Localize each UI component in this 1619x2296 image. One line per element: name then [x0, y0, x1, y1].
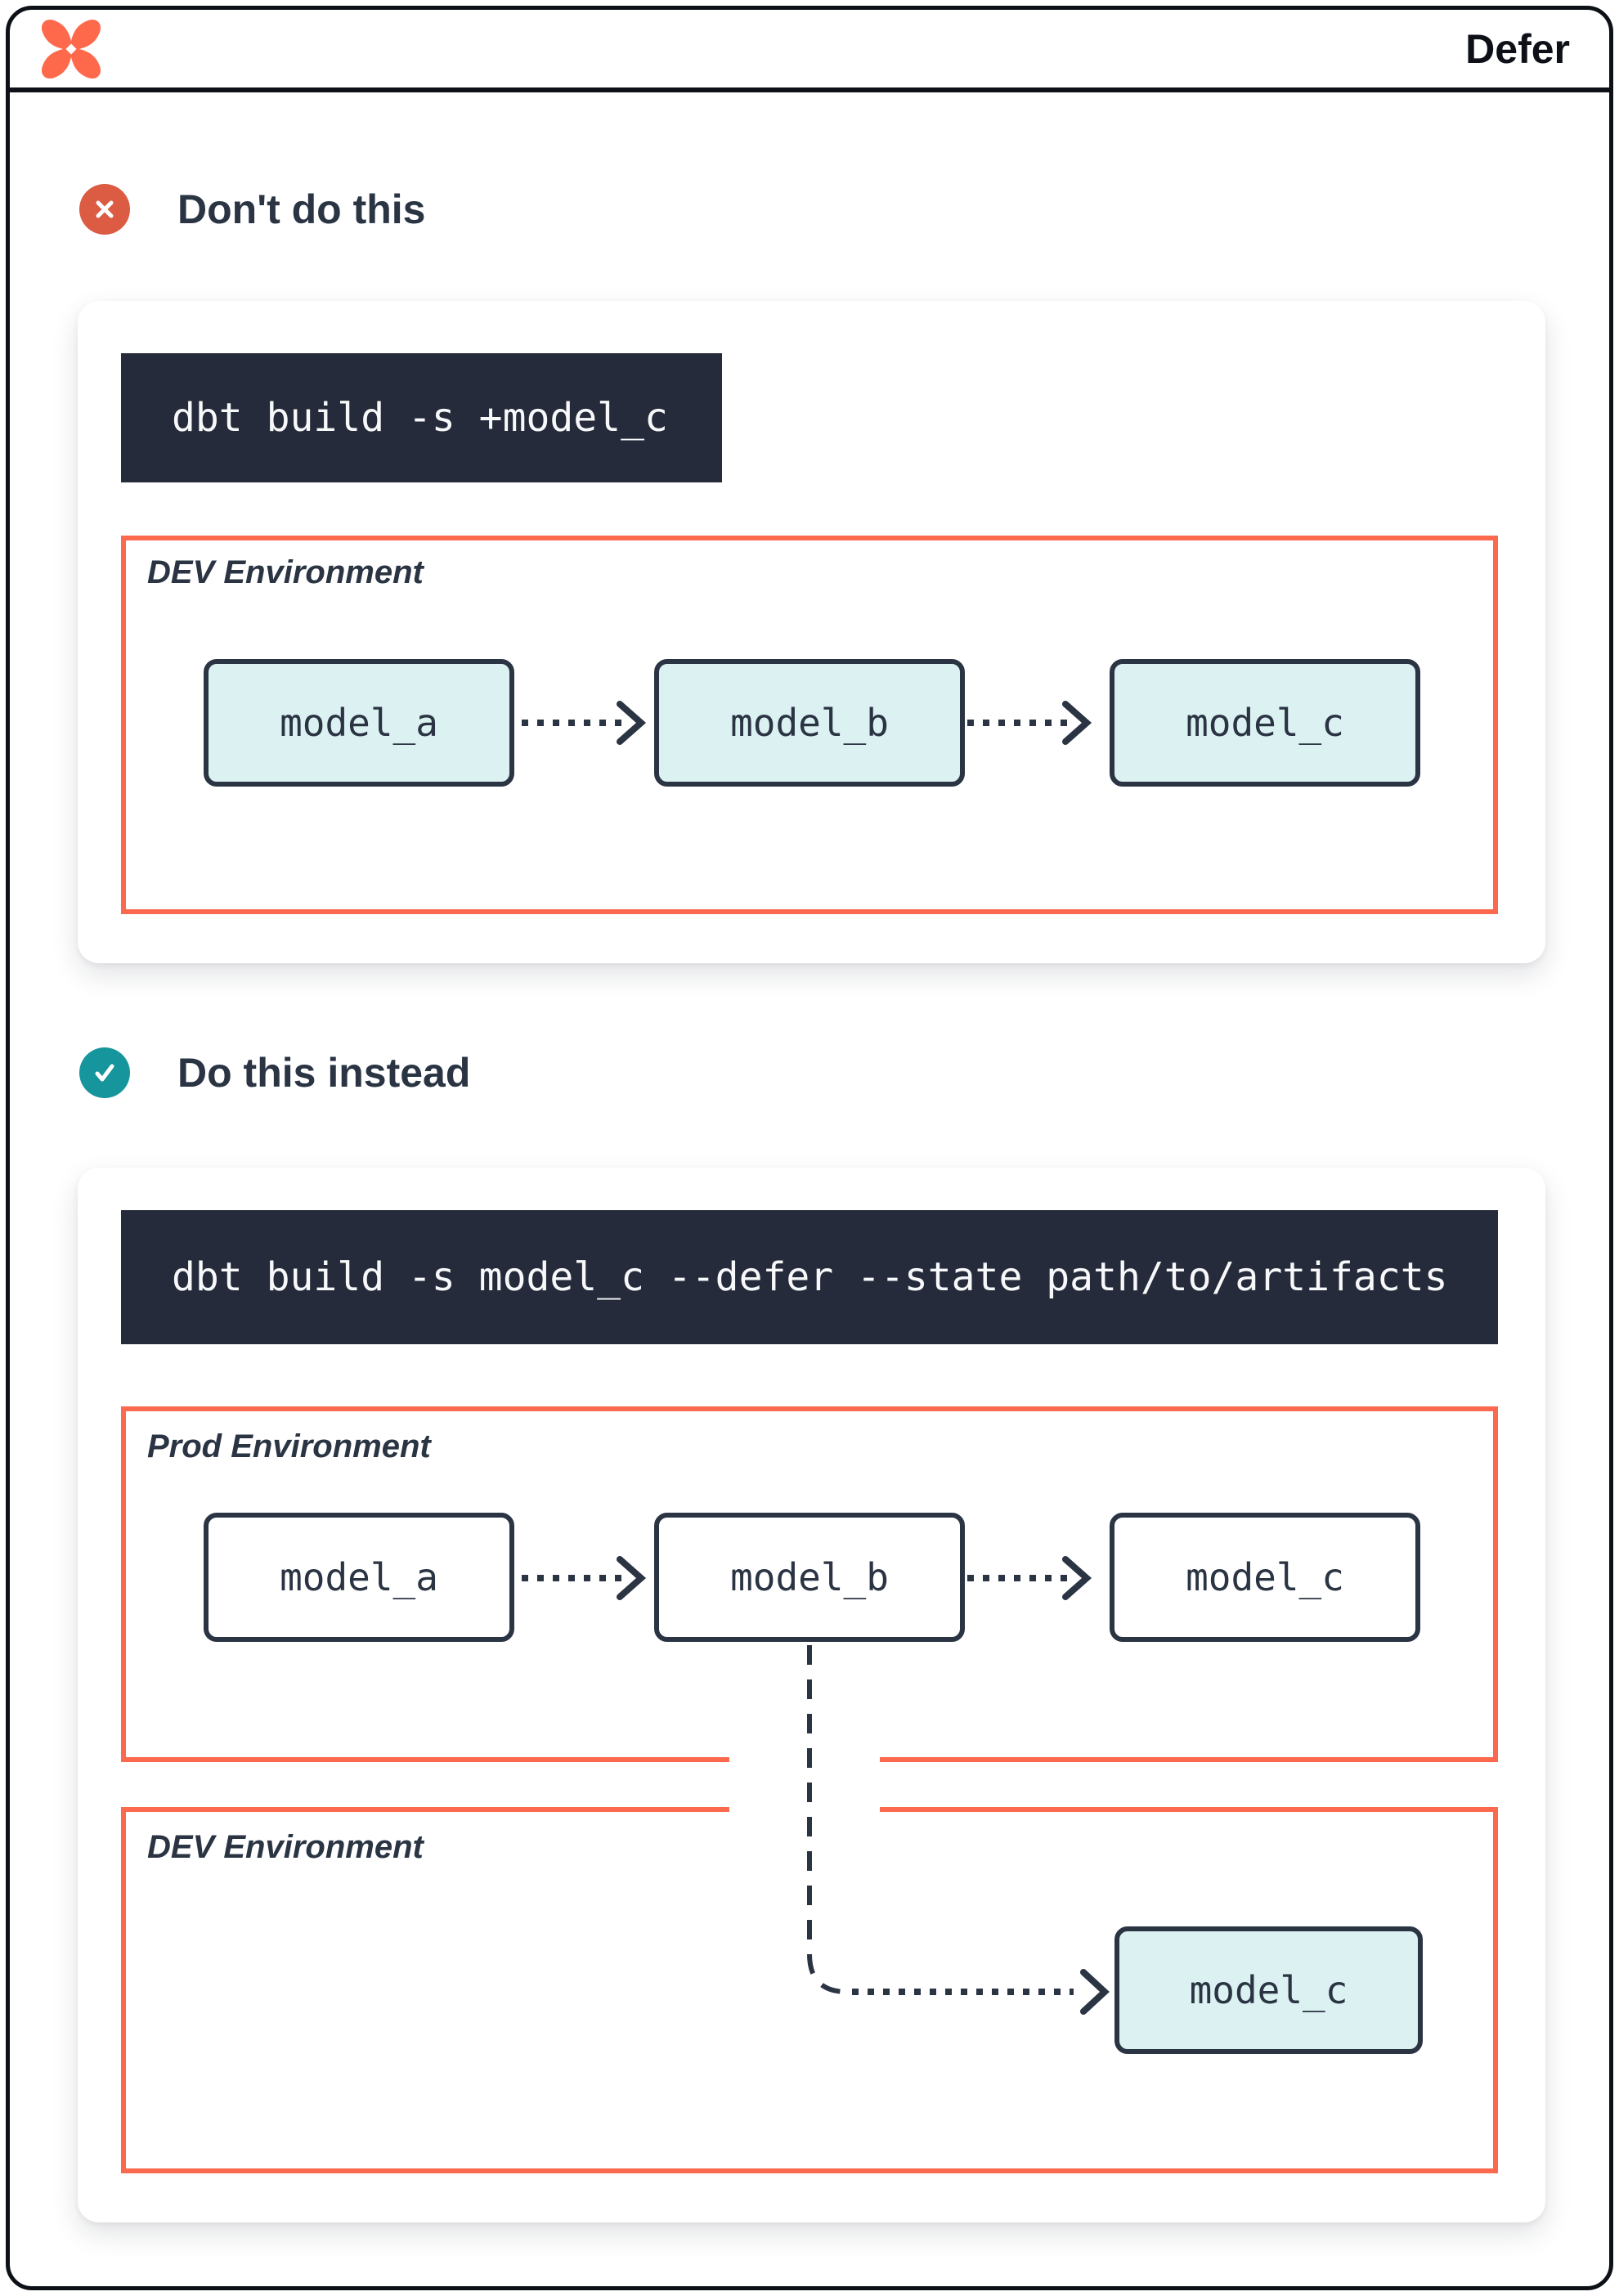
flow-arrow-icon [522, 701, 647, 745]
model-label: model_c [1189, 1968, 1348, 2012]
model-label: model_c [1186, 701, 1344, 745]
model-label: model_b [730, 701, 889, 745]
model-node: model_c [1114, 1926, 1423, 2054]
model-node: model_b [654, 659, 965, 787]
model-label: model_a [280, 1555, 438, 1599]
environment-label: DEV Environment [147, 554, 424, 590]
model-node: model_c [1110, 659, 1420, 787]
border-gap-mask [729, 1755, 880, 1766]
do-section-heading: Do this instead [79, 1047, 470, 1098]
flow-arrow-icon [522, 1556, 647, 1600]
command-text: dbt build -s +model_c [172, 395, 668, 441]
command-block: dbt build -s model_c --defer --state pat… [121, 1210, 1498, 1344]
do-card: dbt build -s model_c --defer --state pat… [78, 1168, 1545, 2222]
border-gap-mask [729, 1804, 880, 1815]
command-text: dbt build -s model_c --defer --state pat… [172, 1254, 1448, 1300]
environment-label: DEV Environment [147, 1829, 424, 1865]
model-label: model_c [1186, 1555, 1344, 1599]
dev-environment-box [121, 536, 1498, 914]
model-label: model_a [280, 701, 438, 745]
flow-arrow-icon [967, 1556, 1092, 1600]
window-title: Defer [1465, 25, 1570, 72]
title-bar: Defer [10, 10, 1609, 92]
section-title: Do this instead [177, 1050, 471, 1096]
dont-section-heading: Don't do this [79, 184, 426, 235]
command-block: dbt build -s +model_c [121, 353, 722, 482]
section-title: Don't do this [177, 186, 426, 232]
model-node: model_b [654, 1513, 965, 1642]
dbt-logo-icon [41, 19, 101, 78]
dont-card: dbt build -s +model_c DEV Environment mo… [78, 301, 1545, 963]
environment-label: Prod Environment [147, 1428, 431, 1464]
x-circle-icon [79, 184, 130, 235]
check-circle-icon [79, 1047, 130, 1098]
model-label: model_b [730, 1555, 889, 1599]
model-node: model_a [204, 1513, 514, 1642]
model-node: model_a [204, 659, 514, 787]
model-node: model_c [1110, 1513, 1420, 1642]
flow-arrow-icon [967, 701, 1092, 745]
